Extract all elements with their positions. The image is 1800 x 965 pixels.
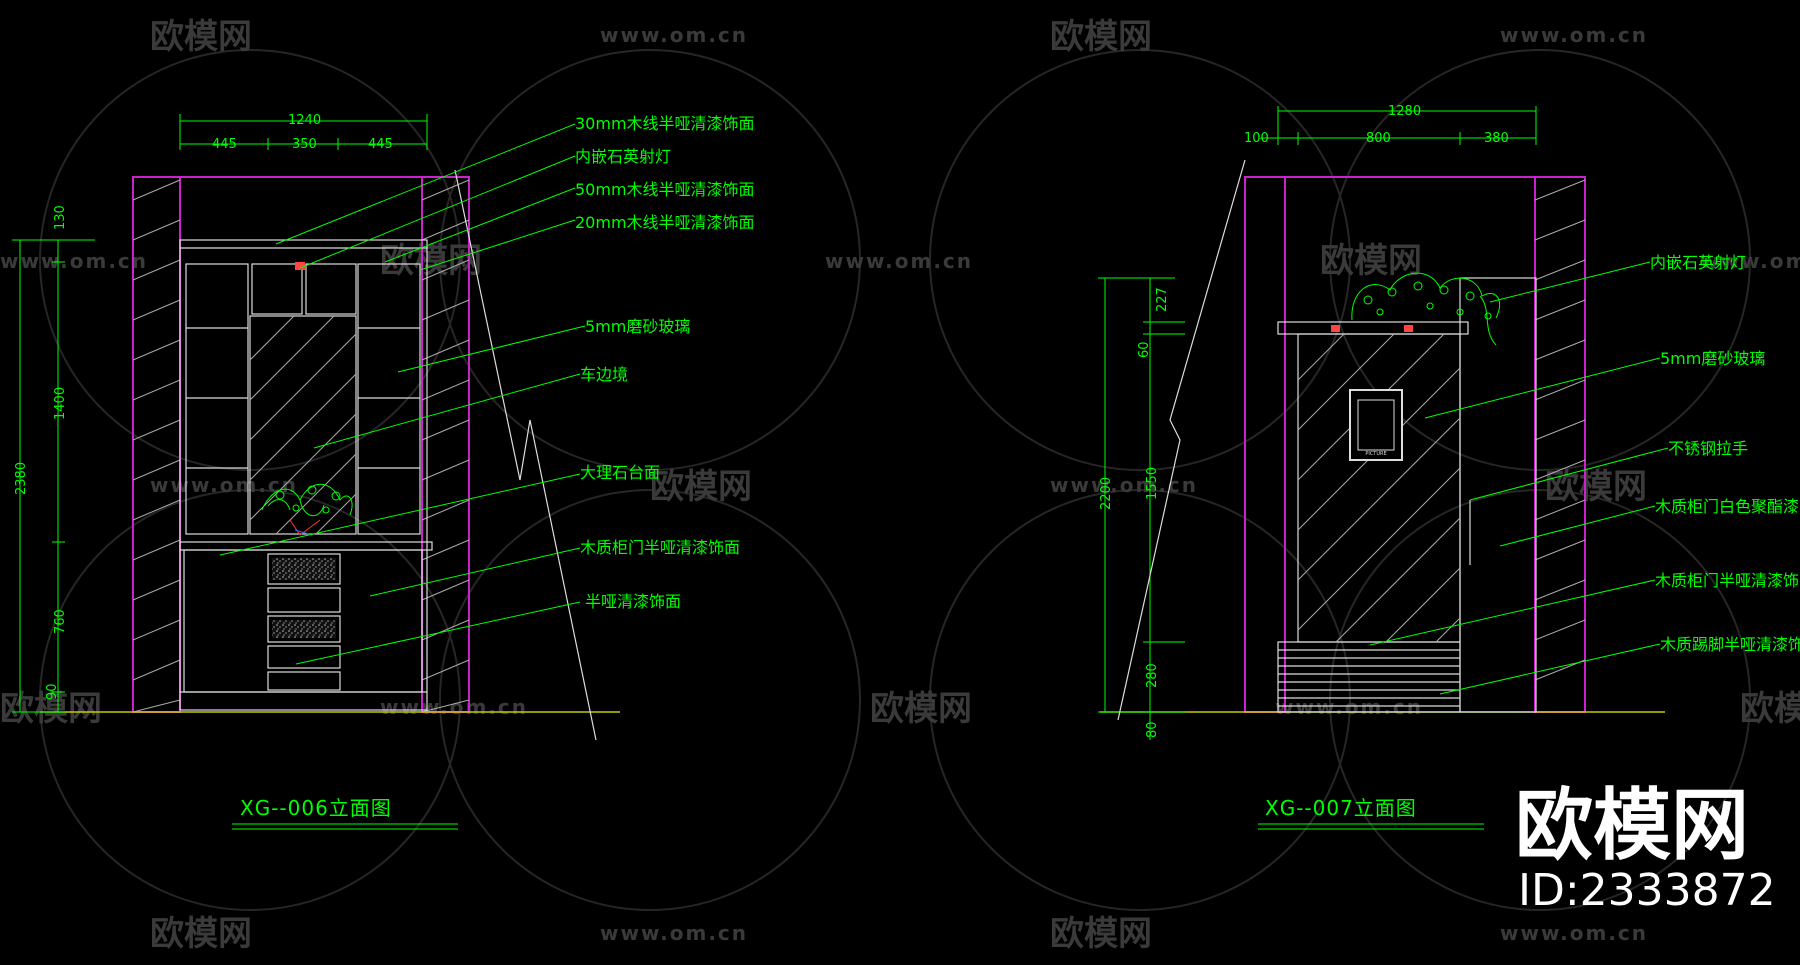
brand-id: ID:2333872 <box>1518 865 1776 916</box>
watermark-logo: 欧模网 <box>0 689 102 729</box>
left-notes: 30mm木线半哑清漆饰面 内嵌石英射灯 50mm木线半哑清漆饰面 20mm木线半… <box>575 114 755 611</box>
dim-base-height: 90 <box>45 683 60 700</box>
right-elevation-title: XG--007立面图 <box>1265 796 1417 820</box>
dim-mid-height: 1550 <box>1145 467 1160 500</box>
dim-top-height: 227 <box>1155 287 1170 312</box>
right-notes: 内嵌石英射灯 5mm磨砂玻璃 不锈钢拉手 木质柜门白色聚酯漆 木质柜门半哑清漆饰… <box>1650 253 1800 654</box>
left-elevation-title: XG--006立面图 <box>240 796 392 820</box>
dim-total-height: 2200 <box>1099 477 1114 510</box>
right-elevation: PICTURE 1280 100 800 380 <box>1098 104 1800 830</box>
right-spotlight-2 <box>1404 325 1413 332</box>
left-elevation: 1240 445 350 445 2380 130 1400 760 90 <box>12 113 755 830</box>
dim-left-width: 445 <box>212 137 237 152</box>
dim-mid-height: 1400 <box>53 387 68 420</box>
left-title-block: XG--006立面图 <box>232 796 458 830</box>
watermark-logo: 欧模网 <box>1320 241 1422 281</box>
watermark-url: www.om.cn <box>380 695 528 719</box>
watermark-url: www.om.cn <box>1500 23 1648 47</box>
left-note-9: 半哑清漆饰面 <box>585 592 681 611</box>
left-top-dimensions: 1240 445 350 445 <box>179 113 428 152</box>
right-note-5: 木质柜门半哑清漆饰 <box>1655 571 1799 590</box>
right-note-1: 内嵌石英射灯 <box>1650 253 1746 272</box>
left-glass-hatch <box>249 315 357 535</box>
watermark-url: www.om.cn <box>825 249 973 273</box>
watermark-url: www.om.cn <box>600 921 748 945</box>
right-title-block: XG--007立面图 <box>1258 796 1484 830</box>
brand-logo-text: 欧模网 <box>1515 781 1749 871</box>
picture-plaque: PICTURE <box>1349 389 1403 461</box>
left-note-7: 大理石台面 <box>580 463 660 482</box>
left-drawer-texture <box>272 558 336 638</box>
dim-mid-width: 800 <box>1366 131 1391 146</box>
plaque-label: PICTURE <box>1365 451 1386 457</box>
left-wall-hatch <box>132 179 470 713</box>
watermark-url: www.om.cn <box>0 249 148 273</box>
dim-total-width: 1240 <box>288 113 321 128</box>
watermark-logo: 欧模网 <box>650 467 752 507</box>
left-note-3: 50mm木线半哑清漆饰面 <box>575 180 755 199</box>
watermark-url: www.om.cn <box>1050 473 1198 497</box>
dim-lower-height: 280 <box>1145 663 1160 688</box>
watermark-logo: 欧模网 <box>1740 689 1800 729</box>
right-break-line <box>1117 159 1246 721</box>
left-spotlight <box>295 262 305 270</box>
dim-top-height: 130 <box>53 205 68 230</box>
right-top-dimensions: 1280 100 800 380 <box>1244 104 1537 146</box>
left-note-4: 20mm木线半哑清漆饰面 <box>575 213 755 232</box>
brand-stamp: 欧模网 ID:2333872 <box>1515 781 1776 916</box>
right-leaders <box>1369 261 1669 695</box>
watermarks: 欧模网 www.om.cn 欧模网 www.om.cn www.om.cn 欧模… <box>0 17 1800 954</box>
right-spotlight-1 <box>1331 325 1340 332</box>
right-side-dimensions: 2200 227 60 1550 280 80 <box>1098 277 1185 740</box>
dim-lower-height: 760 <box>53 609 68 634</box>
watermark-url: www.om.cn <box>1275 695 1423 719</box>
dim-right-width: 380 <box>1484 131 1509 146</box>
left-note-6: 车边境 <box>580 365 628 384</box>
left-note-1: 30mm木线半哑清漆饰面 <box>575 114 755 133</box>
left-break-line <box>454 169 597 741</box>
dim-total-width: 1280 <box>1388 104 1421 119</box>
left-note-8: 木质柜门半哑清漆饰面 <box>580 538 740 557</box>
left-cabinet <box>179 239 433 711</box>
watermark-url: www.om.cn <box>1700 249 1800 273</box>
watermark-logo: 欧模网 <box>1050 914 1152 954</box>
left-leaders <box>219 123 586 665</box>
right-note-6: 木质踢脚半哑清漆饰 <box>1660 635 1800 654</box>
left-plant <box>261 483 353 536</box>
dim-total-height: 2380 <box>14 462 29 495</box>
right-plant <box>1351 272 1501 346</box>
right-wall-hatch <box>1534 179 1586 681</box>
right-note-2: 5mm磨砂玻璃 <box>1660 349 1765 368</box>
dim-right-width: 445 <box>368 137 393 152</box>
left-note-2: 内嵌石英射灯 <box>575 147 671 166</box>
dim-counter-height: 60 <box>1137 341 1152 358</box>
watermark-logo: 欧模网 <box>1050 17 1152 57</box>
right-note-3: 不锈钢拉手 <box>1668 439 1748 458</box>
watermark-logo: 欧模网 <box>150 914 252 954</box>
watermark-url: www.om.cn <box>1500 921 1648 945</box>
watermark-url: www.om.cn <box>150 473 298 497</box>
dim-base-height: 80 <box>1145 721 1160 738</box>
right-cabinet <box>1277 277 1537 713</box>
left-side-dimensions: 2380 130 1400 760 90 <box>12 205 95 713</box>
watermark-logo: 欧模网 <box>1545 467 1647 507</box>
watermark-url: www.om.cn <box>600 23 748 47</box>
dim-left-offset: 100 <box>1244 131 1269 146</box>
right-note-4: 木质柜门白色聚酯漆 <box>1655 497 1799 516</box>
watermark-logo: 欧模网 <box>870 689 972 729</box>
left-note-5: 5mm磨砂玻璃 <box>585 317 690 336</box>
watermark-logo: 欧模网 <box>150 17 252 57</box>
dim-mid-width: 350 <box>292 137 317 152</box>
